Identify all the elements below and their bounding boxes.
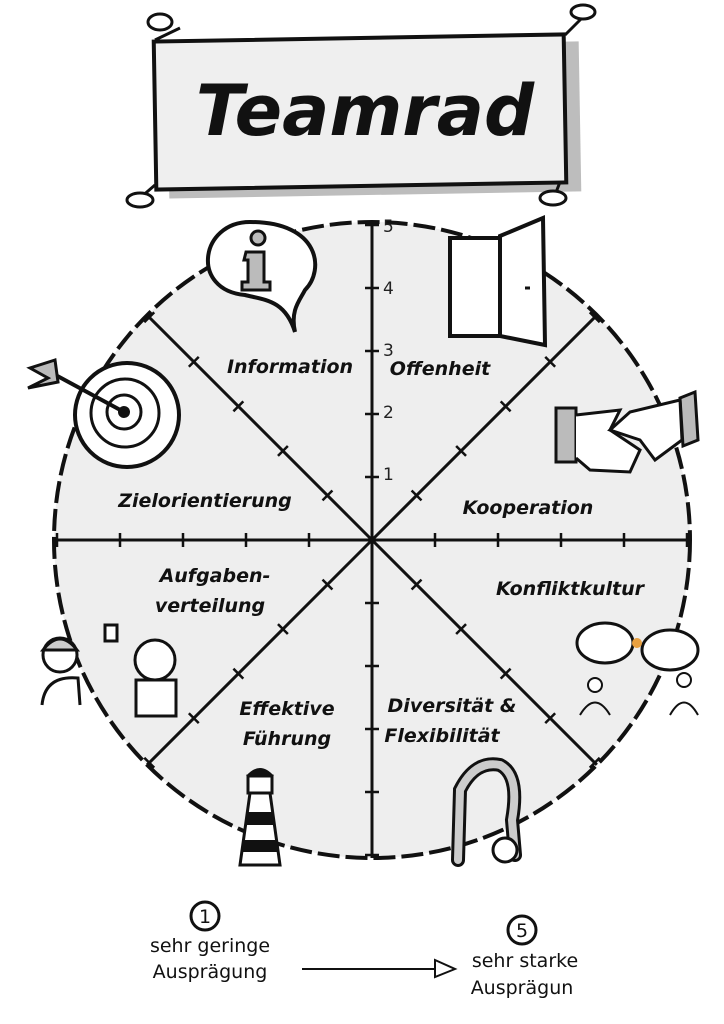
segment-label-zielorientierung: Zielorientierung — [117, 490, 292, 512]
target-icon — [26, 358, 181, 469]
flexible-person-icon — [451, 757, 522, 867]
scale-tick — [455, 623, 467, 635]
scale-tick — [321, 578, 334, 591]
legend-low-line1: sehr geringe — [150, 935, 270, 957]
spoke-line — [146, 538, 374, 766]
segment-label-diversitaet: Diversität & — [388, 695, 517, 717]
page-title: Teamrad — [196, 70, 535, 152]
legend-low-number: 1 — [199, 906, 211, 928]
segment-label-kooperation: Kooperation — [463, 497, 594, 519]
task-people-icon — [39, 623, 178, 718]
lighthouse-icon — [238, 768, 282, 867]
scale-label-1: 1 — [383, 465, 394, 485]
legend: 1 sehr geringe Ausprägung 5 sehr starke … — [150, 900, 578, 999]
segment-label-information: Information — [227, 356, 353, 378]
door-icon — [448, 215, 548, 348]
segment-label-effektive: Effektive — [239, 698, 334, 720]
segment-label-flexibilitaet: Flexibilität — [384, 725, 500, 747]
legend-high-line2: Ausprägun — [471, 977, 574, 999]
segment-label-verteilung: verteilung — [155, 595, 265, 617]
scale-tick — [232, 400, 245, 413]
scale-tick — [455, 445, 467, 457]
scale-tick — [499, 667, 512, 680]
spoke-line — [370, 314, 598, 542]
scale-tick — [187, 355, 200, 368]
scale-tick — [143, 311, 156, 324]
scale-label-2: 2 — [383, 403, 394, 423]
scale-tick — [410, 489, 423, 502]
scale-tick — [499, 400, 512, 413]
scale-tick — [143, 756, 156, 769]
scale-tick — [277, 623, 289, 635]
legend-low-line2: Ausprägung — [153, 961, 268, 983]
scale-label-3: 3 — [383, 341, 394, 361]
scale-tick — [321, 489, 334, 502]
scale-tick — [544, 712, 557, 725]
segment-label-konfliktkultur: Konfliktkultur — [496, 578, 646, 600]
scale-tick — [277, 445, 289, 457]
wheel-spokes — [54, 222, 690, 858]
scale-tick — [410, 578, 423, 591]
scale-label-5: 5 — [383, 217, 394, 237]
scale: 1 2 3 4 5 — [383, 217, 394, 485]
info-icon — [206, 219, 318, 333]
segment-label-fuehrung: Führung — [243, 728, 331, 750]
spoke-line — [146, 314, 374, 542]
segment-label-aufgaben: Aufgaben- — [158, 565, 271, 587]
scale-tick — [588, 311, 601, 324]
arrowhead-icon — [434, 958, 458, 979]
spoke-line — [370, 538, 598, 766]
speech-conflict-icon — [575, 621, 700, 716]
scale-tick — [187, 712, 200, 725]
legend-high-line1: sehr starke — [472, 950, 578, 972]
scale-tick — [232, 667, 245, 680]
segment-label-offenheit: Offenheit — [390, 358, 491, 380]
scale-label-4: 4 — [383, 279, 394, 299]
scale-tick — [544, 355, 557, 368]
handshake-icon — [554, 389, 700, 474]
wheel — [52, 220, 692, 860]
scale-tick — [588, 756, 601, 769]
legend-high-number: 5 — [516, 920, 528, 942]
title-banner: Teamrad — [125, 3, 597, 209]
wheel-ticks — [55, 223, 689, 857]
